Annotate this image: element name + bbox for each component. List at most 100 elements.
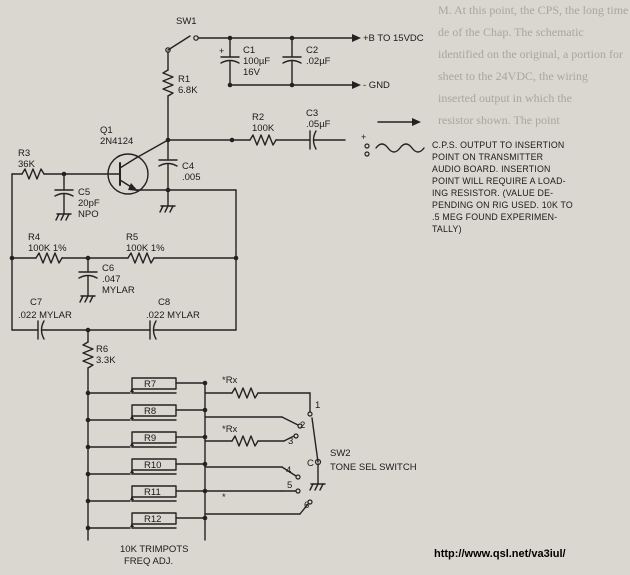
trimpot-label: R8 [144,406,156,417]
r2-value: 100K [252,123,275,134]
background-text: M. At this point, the CPS, the long time… [438,3,628,127]
supply-ground-label: - GND [363,80,390,91]
r2-name: R2 [252,112,264,123]
trimpot-note: 10K TRIMPOTS [120,544,188,555]
trimpot-r10: R10 [85,458,208,477]
output-note-line: PENDING ON RIG USED. 10K TO [432,200,573,210]
rx-mid-label: *Rx [222,424,238,435]
twin-t-network: R4 100K 1% R5 100K 1% C6 .047 MYLAR C7 .… [9,232,239,340]
output-polarity: + [361,132,366,142]
sw1-label: SW1 [176,16,197,27]
trimpot-r8: R8 [85,404,208,423]
sw1-lever [167,35,191,51]
rx-top-label: *Rx [222,375,238,386]
ground-arrow [352,81,361,89]
rx-resistor [231,435,259,447]
trimpot-r11: R11 [85,485,208,504]
output-note-line: POINT ON TRANSMITTER [432,152,543,162]
output-note-line: ING RESISTOR. (VALUE DE- [432,188,553,198]
r1-name: R1 [178,74,190,85]
r5-resistor [127,252,155,264]
sw2-position-label: 5 [287,480,292,491]
output-note-line: POINT WILL REQUIRE A LOAD- [432,176,566,186]
sw2-name: SW2 [330,448,351,459]
r4-name: R4 [28,232,40,243]
sw2-position-label: 2 [300,420,305,431]
r6-resistor [82,341,94,369]
output-note-line: AUDIO BOARD. INSERTION [432,164,551,174]
c8-name: C8 [158,297,170,308]
sw2-position-label: 4 [286,465,291,476]
output-terminal [364,151,370,157]
trimpot-label: R7 [144,379,156,390]
r4-resistor [35,252,63,264]
r5-name: R5 [126,232,138,243]
output-terminal [364,143,370,149]
output-note-line: C.P.S. OUTPUT TO INSERTION [432,140,564,150]
r2-resistor [249,134,277,146]
sw2-switch: 1 2 3 4 5 6 C SW2 TONE SEL SWITCH [281,392,417,515]
sw2-position-label: 6 [304,500,309,511]
trimpot-label: R9 [144,433,156,444]
c3-name: C3 [306,108,318,119]
c7-value: .022 MYLAR [18,310,72,321]
r4-value: 100K 1% [28,243,67,254]
trimpot-r9: R9 [85,431,208,450]
background-text-line: identified on the original, a portion fo… [438,47,623,61]
background-text-line: inserted output in which the [438,91,572,105]
r3-resistor [21,168,45,180]
trimpot-note: FREQ ADJ. [124,556,173,567]
trimpot-r7: R7 [85,377,208,396]
c5-name: C5 [78,187,90,198]
watermark-url: http://www.qsl.net/va3iul/ [434,548,566,560]
c6-value: .047 [102,274,121,285]
base-section: R3 36K C5 20pF NPO [11,148,237,331]
collector-section: R1 6.8K R2 100K C3 .05µF + C.P.S. OUTPUT… [158,51,573,234]
background-text-line: resistor shown. The point [438,113,560,127]
c2-name: C2 [306,45,318,56]
rx-star-label: * [222,492,226,503]
background-text-line: de of the Chap. The schematic [438,25,584,39]
output-note: C.P.S. OUTPUT TO INSERTION POINT ON TRAN… [432,140,573,234]
r5-value: 100K 1% [126,243,165,254]
trimpot-label: R11 [144,487,161,498]
supply-positive-label: +B TO 15VDC [363,33,424,44]
r3-value: 36K [18,159,36,170]
c4-name: C4 [182,161,194,172]
c1-value: 100µF [243,56,270,67]
trimpot-label: R12 [144,514,161,525]
output-note-line: TALLY) [432,224,462,234]
background-text-line: M. At this point, the CPS, the long time [438,3,628,17]
r3-name: R3 [18,148,30,159]
trimpot-label: R10 [144,460,161,471]
rx-resistor [231,387,259,399]
sw2-common-label: C [307,458,314,469]
sw2-position-label: 1 [315,400,320,411]
c7-name: C7 [30,297,42,308]
sw2-description: TONE SEL SWITCH [330,462,417,473]
c5-dielectric: NPO [78,209,99,220]
trimpot-r12: R12 [85,512,208,531]
r1-resistor [162,69,174,97]
c6-name: C6 [102,263,114,274]
r1-value: 6.8K [178,85,198,96]
c1-voltage: 16V [243,67,261,78]
c2-value: .02µF [306,56,331,67]
positive-arrow [352,34,361,42]
c3-value: .05µF [306,119,331,130]
supply-section: SW1 +B TO 15VDC - GND + C1 100µF 16V C2 … [165,16,424,91]
sw2-position-label: 3 [288,436,293,447]
c5-value: 20pF [78,198,100,209]
r6-name: R6 [96,344,108,355]
c6-dielectric: MYLAR [102,285,135,296]
output-note-line: .5 MEG FOUND EXPERIMEN- [432,212,557,222]
c8-value: .022 MYLAR [146,310,200,321]
c1-name: C1 [243,45,255,56]
r6-value: 3.3K [96,355,116,366]
background-text-line: sheet to the 24VDC, the wiring [438,69,588,83]
q1-type: 2N4124 [100,136,133,147]
c4-value: .005 [182,172,201,183]
